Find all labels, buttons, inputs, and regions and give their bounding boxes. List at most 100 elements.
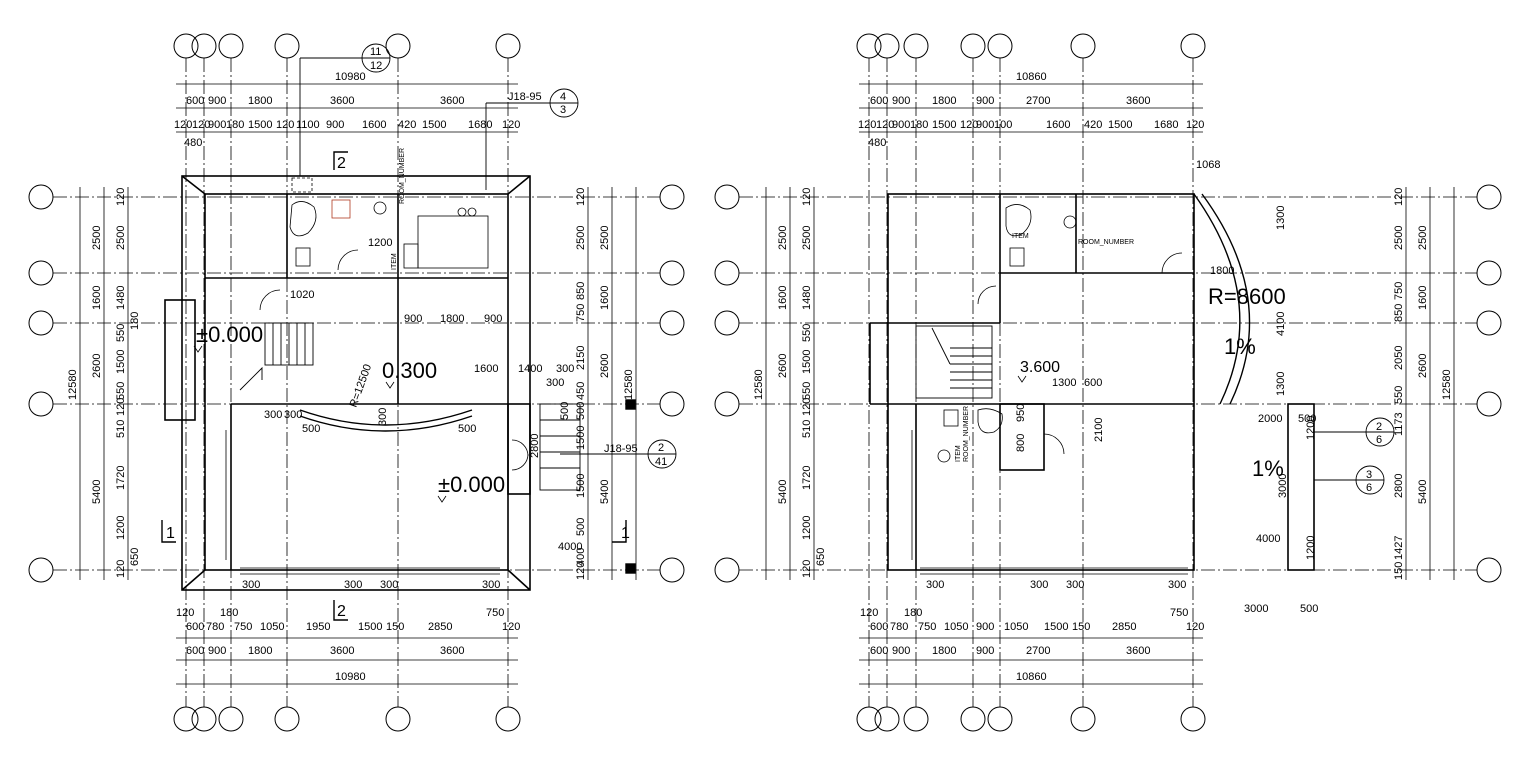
left-top-dim2: 900 bbox=[208, 119, 226, 131]
right-right-inner-dim: 2050 bbox=[1393, 346, 1405, 370]
right-interior-dim: 1300 bbox=[1275, 206, 1287, 230]
left-bottom-dim: 1950 bbox=[306, 621, 330, 633]
right-inner-dim: 2150 bbox=[575, 346, 587, 370]
left-inner-dim: 550 bbox=[115, 324, 127, 342]
right-right-inner-dim: 120 bbox=[1393, 188, 1405, 206]
right-inner-dim: 2500 bbox=[575, 226, 587, 250]
right-bottom-dim: 2850 bbox=[1112, 621, 1136, 633]
left-top-dim2: 1600 bbox=[362, 119, 386, 131]
left-top-dim2: 120 bbox=[276, 119, 294, 131]
right-bathroom-fixtures bbox=[937, 204, 1183, 463]
right-elevation-marks bbox=[1017, 375, 1027, 383]
left-callouts bbox=[299, 43, 677, 469]
callout-num: 11 bbox=[370, 46, 381, 58]
left-elevation-label: ±0.000 bbox=[438, 472, 505, 497]
left-interior-dim: 1020 bbox=[290, 289, 314, 301]
right-top-dim2: 180 bbox=[910, 119, 928, 131]
item-tag: ITEM bbox=[955, 445, 962, 462]
left-bottom-dim: 750 bbox=[234, 621, 252, 633]
left-inner-extra: 180 bbox=[129, 312, 141, 330]
room-number-tag: ROOM_NUMBER bbox=[1078, 239, 1134, 246]
left-labels: 10980 10980 600 900 1800 3600 3600 120 1… bbox=[67, 46, 667, 683]
right-top-dim2: 1500 bbox=[1108, 119, 1132, 131]
left-top-dim: 3600 bbox=[440, 95, 464, 107]
left-outer-dim: 5400 bbox=[91, 480, 103, 504]
right-bottom-dim2: 600 bbox=[870, 645, 888, 657]
right-interior-dim: 2100 bbox=[1093, 418, 1105, 442]
left-inner-dim: 120 bbox=[115, 188, 127, 206]
left-interior-dim: 900 bbox=[404, 313, 422, 325]
left-axis-bubbles-right bbox=[659, 184, 685, 583]
right-interior-dim: 600 bbox=[1084, 377, 1102, 389]
left-elevation-label: ±0.000 bbox=[196, 322, 263, 347]
right-overall-height: 12580 bbox=[623, 369, 635, 400]
left-elevation-marks bbox=[193, 345, 447, 503]
right-left-outer-dim: 2600 bbox=[777, 354, 789, 378]
right-left-inner-dim: 1720 bbox=[801, 466, 813, 490]
left-inner-dim: 1480 bbox=[115, 286, 127, 310]
right-floor-plan bbox=[714, 33, 1502, 732]
left-top-dim: 600 bbox=[186, 95, 204, 107]
right-right-overall: 12580 bbox=[1441, 369, 1453, 400]
right-left-outer-dim: 1600 bbox=[777, 286, 789, 310]
right-outer-dim: 5400 bbox=[599, 480, 611, 504]
left-top-dim: 1800 bbox=[248, 95, 272, 107]
right-slope-label: 1% bbox=[1252, 456, 1284, 481]
right-top-dim2: 1600 bbox=[1046, 119, 1070, 131]
callout-den: 12 bbox=[370, 60, 382, 72]
section-mark-label: 2 bbox=[337, 603, 346, 620]
right-stair bbox=[915, 325, 993, 399]
left-bottom-dim2: 3600 bbox=[330, 645, 354, 657]
right-interior-dim: 2000 bbox=[1258, 413, 1282, 425]
right-top-dim2: 900 bbox=[976, 119, 994, 131]
right-bottom-dim: 1050 bbox=[1004, 621, 1028, 633]
right-left-inner-dim: 1500 bbox=[801, 350, 813, 374]
left-outer-dim: 1600 bbox=[91, 286, 103, 310]
right-interior-dim: 1200 bbox=[1305, 536, 1317, 560]
right-radius-label: R=8600 bbox=[1208, 284, 1286, 309]
left-inner-dim: 2500 bbox=[115, 226, 127, 250]
right-bottom-dim: 120 bbox=[1186, 621, 1204, 633]
right-interior-dim: 1200 bbox=[1305, 416, 1317, 440]
left-axis-lines bbox=[53, 58, 660, 707]
callout-num: 2 bbox=[658, 442, 664, 454]
right-top-dim2: 120 bbox=[960, 119, 978, 131]
right-outer-dim: 2500 bbox=[599, 226, 611, 250]
left-interior-dim: 1600 bbox=[474, 363, 498, 375]
item-tag: ITEM bbox=[1012, 233, 1029, 240]
right-bottom-300: 300 bbox=[926, 579, 944, 591]
left-bottom-small: 750 bbox=[486, 607, 504, 619]
left-vertical-dims: 12580 2500 1600 2600 5400 120 2500 1480 … bbox=[67, 188, 635, 580]
left-floor-plan bbox=[28, 33, 685, 732]
right-left-inner-dim: 2500 bbox=[801, 226, 813, 250]
right-bottom-dim: 1050 bbox=[944, 621, 968, 633]
right-top-dim2: 1500 bbox=[932, 119, 956, 131]
right-top-dim2: 1680 bbox=[1154, 119, 1178, 131]
right-right-outer-dim: 1600 bbox=[1417, 286, 1429, 310]
section-mark-label: 2 bbox=[337, 155, 346, 172]
right-left-inner-dim: 120 bbox=[801, 188, 813, 206]
left-outer-dim: 2600 bbox=[91, 354, 103, 378]
right-left-outer-dim: 2500 bbox=[777, 226, 789, 250]
left-curved-wall bbox=[299, 409, 473, 432]
left-top-extra: 480 bbox=[184, 137, 202, 149]
right-inner-dim: 850 bbox=[575, 282, 587, 300]
left-bottom-dim2: 900 bbox=[208, 645, 226, 657]
item-tag: ITEM bbox=[391, 253, 398, 270]
right-interior-dim: 1300 bbox=[1052, 377, 1076, 389]
right-bottom-dim: 150 bbox=[1072, 621, 1090, 633]
right-bottom-300: 300 bbox=[1066, 579, 1084, 591]
left-bottom-dim: 2850 bbox=[428, 621, 452, 633]
right-right-inner-dim: 750 bbox=[1393, 282, 1405, 300]
right-bottom-dim: 1500 bbox=[1044, 621, 1068, 633]
right-top-dim: 2700 bbox=[1026, 95, 1050, 107]
right-right-inner-dim: 2800 bbox=[1393, 474, 1405, 498]
right-interior-dim: 500 bbox=[1298, 413, 1316, 425]
right-bottom-extra: 500 bbox=[1300, 603, 1318, 615]
left-top-dim: 3600 bbox=[330, 95, 354, 107]
callout-num: 4 bbox=[560, 91, 566, 103]
right-right-inner-dim: 150 bbox=[1393, 562, 1405, 580]
left-bottom-dim: 780 bbox=[206, 621, 224, 633]
right-interior-dim: 1300 bbox=[1275, 372, 1287, 396]
